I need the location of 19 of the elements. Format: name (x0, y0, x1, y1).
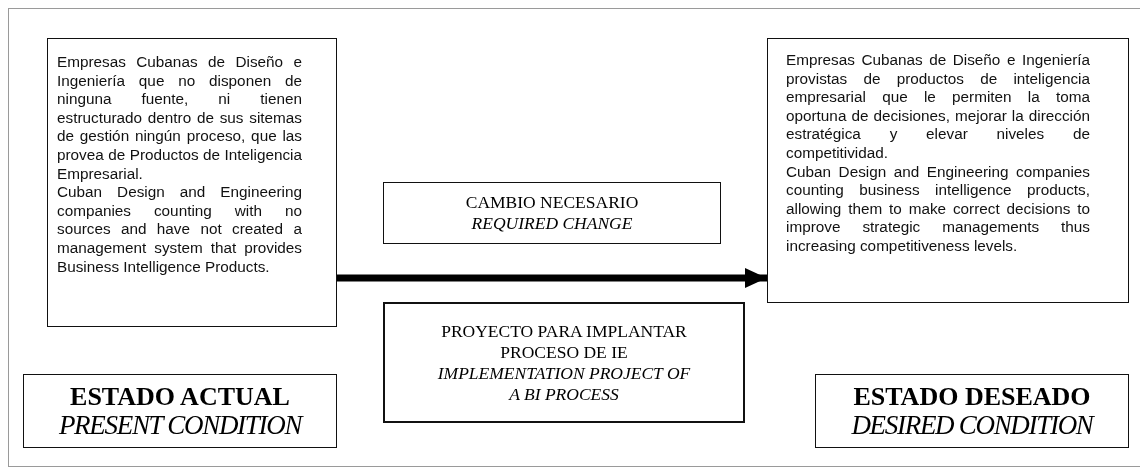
description-text: Empresas Cubanas de Diseño e Ingeniería provistas de productos de inteligencia empresarial que le permiten la toma oportuna de decisiones, mejorar la dirección estratégica y elevar niveles de competitividad. (786, 51, 1090, 163)
state-title: ESTADO ACTUAL (69, 382, 291, 411)
state-subtitle: PRESENT CONDITION (57, 410, 304, 440)
text-box (383, 302, 745, 423)
change-title: CAMBIO NECESARIO (464, 192, 640, 213)
text-box (23, 374, 337, 448)
state-title: ESTADO DESEADO (852, 382, 1092, 411)
description-text: Cuban Design and Engineering companies counting business intelligence products, allowing them to make correct decisions to improve strategic managements thus increasing competitiveness levels. (786, 162, 1090, 256)
text-box (815, 374, 1129, 448)
description-text: Cuban Design and Engineering companies counting with no sources and have not created a management system that provides Business Intelligence Products. (57, 183, 302, 277)
change-subtitle: REQUIRED CHANGE (470, 213, 634, 234)
change-subtitle: IMPLEMENTATION PROJECT OF A BI PROCESS (436, 362, 692, 405)
arrow (337, 268, 767, 288)
text-box (383, 182, 721, 244)
change-title: PROYECTO PARA IMPLANTAR PROCESO DE IE (440, 320, 688, 363)
state-subtitle: DESIRED CONDITION (850, 410, 1096, 440)
text-box (47, 38, 337, 327)
description-text: Empresas Cubanas de Diseño e Ingeniería que no disponen de ninguna fuente, ni tienen estructurado dentro de sus sitemas de gestión ningún proceso, que las provea de Productos de Inteligencia Empresarial. (57, 53, 302, 184)
text-box (767, 38, 1129, 303)
